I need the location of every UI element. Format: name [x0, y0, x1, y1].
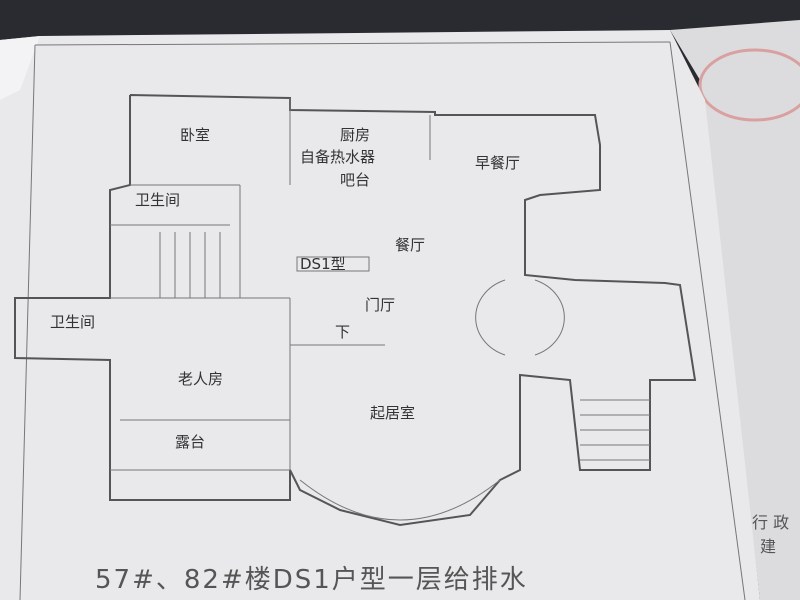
side-text-1: 行 政: [752, 513, 789, 532]
side-text-2: 建: [760, 537, 776, 556]
side-document: [670, 20, 800, 600]
floor-plan: [14, 94, 697, 527]
room-kitchen: 厨房: [340, 126, 370, 144]
border-line: [669, 41, 746, 600]
room-foyer: 门厅: [365, 296, 395, 314]
border-line: [34, 41, 671, 46]
drawing-title: 57#、82#楼DS1户型一层给排水: [95, 565, 528, 595]
red-stamp: [698, 48, 800, 122]
room-dining: 餐厅: [395, 236, 425, 254]
room-bathroom-lower: 卫生间: [50, 313, 95, 331]
room-bar: 吧台: [340, 171, 370, 189]
border-line: [19, 44, 36, 600]
room-terrace: 露台: [175, 433, 205, 451]
room-living: 起居室: [370, 404, 415, 422]
room-bedroom: 卧室: [180, 126, 210, 144]
type-tag: DS1型: [300, 255, 346, 273]
paper-curl: [0, 36, 40, 100]
paper: [0, 30, 760, 600]
stair-down-label: 下: [335, 323, 350, 341]
room-water-heater: 自备热水器: [300, 148, 375, 166]
room-breakfast: 早餐厅: [475, 154, 520, 172]
room-elder: 老人房: [178, 370, 223, 388]
room-bathroom-upper: 卫生间: [135, 191, 180, 209]
